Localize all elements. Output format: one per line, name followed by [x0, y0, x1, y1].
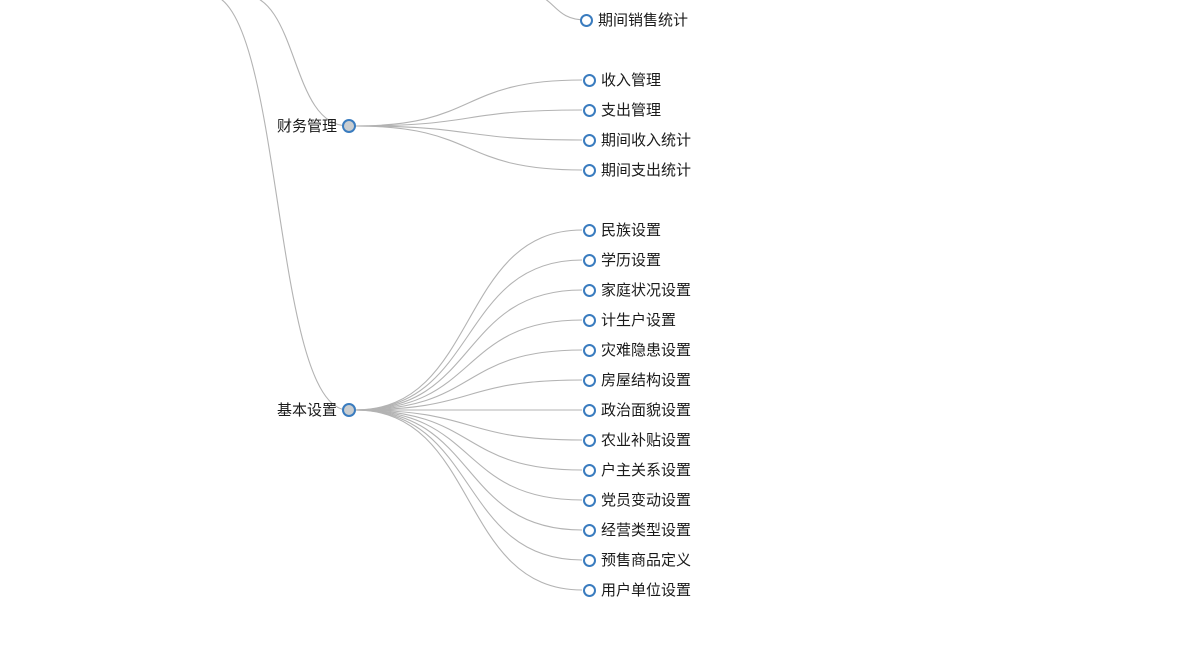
leaf-node-label: 计生户设置	[601, 311, 677, 329]
branch-node-label: 财务管理	[276, 117, 337, 135]
edge-branch-finance-leaf-period-expense-stats	[354, 125, 583, 171]
leaf-node-label: 期间收入统计	[601, 131, 692, 149]
leaf-node-circle-icon[interactable]	[583, 343, 596, 357]
leaf-node-leaf-period-expense-stats[interactable]: 期间支出统计	[583, 159, 691, 181]
leaf-node-leaf-expense-mgmt[interactable]: 支出管理	[583, 99, 661, 121]
leaf-node-leaf-user-unit-setting[interactable]: 用户单位设置	[583, 579, 691, 601]
edge-branch-basic-settings-leaf-house-structure-setting	[354, 379, 583, 411]
leaf-node-label: 用户单位设置	[601, 581, 692, 599]
leaf-node-label: 家庭状况设置	[601, 281, 692, 299]
leaf-node-label: 支出管理	[601, 101, 662, 119]
leaf-node-circle-icon[interactable]	[583, 433, 596, 447]
leaf-node-label: 期间支出统计	[601, 161, 692, 179]
leaf-node-circle-icon[interactable]	[583, 583, 596, 597]
edge-branch-finance-leaf-expense-mgmt	[354, 109, 583, 127]
leaf-node-circle-icon[interactable]	[583, 553, 596, 567]
branch-node-branch-basic-settings[interactable]: 基本设置	[0, 399, 356, 421]
edge-branch-basic-settings-leaf-user-unit-setting	[354, 409, 583, 591]
leaf-node-circle-icon[interactable]	[583, 313, 596, 327]
leaf-node-leaf-political-status-setting[interactable]: 政治面貌设置	[583, 399, 691, 421]
leaf-node-circle-icon[interactable]	[583, 73, 596, 87]
edge-branch-finance-leaf-income-mgmt	[354, 79, 583, 127]
edge-branch-basic-settings-leaf-presale-goods-definition	[354, 409, 583, 561]
leaf-node-leaf-house-structure-setting[interactable]: 房屋结构设置	[583, 369, 691, 391]
leaf-node-label: 学历设置	[601, 251, 662, 269]
leaf-node-circle-icon[interactable]	[583, 163, 596, 177]
leaf-node-circle-icon[interactable]	[583, 283, 596, 297]
edge-branch-basic-settings-leaf-party-member-change-setting	[354, 409, 583, 501]
leaf-node-label: 房屋结构设置	[601, 371, 692, 389]
leaf-node-leaf-party-member-change-setting[interactable]: 党员变动设置	[583, 489, 691, 511]
leaf-node-circle-icon[interactable]	[583, 463, 596, 477]
leaf-node-label: 户主关系设置	[601, 461, 692, 479]
edge-branch-basic-settings-leaf-disaster-hazard-setting	[354, 349, 583, 411]
branch-node-circle-icon[interactable]	[342, 403, 356, 417]
leaf-node-label: 期间销售统计	[598, 11, 689, 29]
leaf-node-label: 党员变动设置	[601, 491, 692, 509]
leaf-node-circle-icon[interactable]	[583, 103, 596, 117]
leaf-node-circle-icon[interactable]	[583, 523, 596, 537]
leaf-node-leaf-family-status-setting[interactable]: 家庭状况设置	[583, 279, 691, 301]
leaf-node-leaf-presale-goods-definition[interactable]: 预售商品定义	[583, 549, 691, 571]
leaf-node-leaf-ethnicity-setting[interactable]: 民族设置	[583, 219, 661, 241]
leaf-node-leaf-period-sales-stats[interactable]: 期间销售统计	[580, 9, 688, 31]
leaf-node-circle-icon[interactable]	[583, 373, 596, 387]
leaf-node-label: 民族设置	[601, 221, 662, 239]
edge-branch-basic-settings-leaf-householder-relation-setting	[354, 409, 583, 471]
edge-branch-basic-settings-leaf-family-planning-setting	[354, 319, 583, 411]
branch-node-circle-icon[interactable]	[342, 119, 356, 133]
leaf-node-circle-icon[interactable]	[583, 133, 596, 147]
leaf-node-circle-icon[interactable]	[583, 403, 596, 417]
edge-branch-basic-settings-leaf-agri-subsidy-setting	[354, 409, 583, 441]
leaf-node-label: 经营类型设置	[601, 521, 692, 539]
edge-edge-incoming-top-sales	[545, 0, 587, 21]
leaf-node-leaf-agri-subsidy-setting[interactable]: 农业补贴设置	[583, 429, 691, 451]
leaf-node-label: 灾难隐患设置	[601, 341, 692, 359]
edge-branch-finance-leaf-period-income-stats	[354, 125, 583, 141]
edge-branch-basic-settings-leaf-education-setting	[354, 259, 583, 411]
branch-node-branch-finance[interactable]: 财务管理	[0, 115, 356, 137]
leaf-node-leaf-education-setting[interactable]: 学历设置	[583, 249, 661, 271]
leaf-node-circle-icon[interactable]	[583, 223, 596, 237]
edge-branch-basic-settings-leaf-family-status-setting	[354, 289, 583, 411]
leaf-node-circle-icon[interactable]	[580, 13, 593, 27]
edge-edge-incoming-right	[259, 0, 349, 127]
leaf-node-circle-icon[interactable]	[583, 253, 596, 267]
leaf-node-leaf-disaster-hazard-setting[interactable]: 灾难隐患设置	[583, 339, 691, 361]
leaf-node-label: 收入管理	[601, 71, 662, 89]
edge-edge-incoming-left	[220, 0, 349, 411]
leaf-node-leaf-family-planning-setting[interactable]: 计生户设置	[583, 309, 676, 331]
leaf-node-circle-icon[interactable]	[583, 493, 596, 507]
leaf-node-label: 农业补贴设置	[601, 431, 692, 449]
leaf-node-leaf-householder-relation-setting[interactable]: 户主关系设置	[583, 459, 691, 481]
edge-branch-basic-settings-leaf-business-type-setting	[354, 409, 583, 531]
leaf-node-leaf-income-mgmt[interactable]: 收入管理	[583, 69, 661, 91]
leaf-node-leaf-business-type-setting[interactable]: 经营类型设置	[583, 519, 691, 541]
edge-branch-basic-settings-leaf-ethnicity-setting	[354, 229, 583, 411]
branch-node-label: 基本设置	[276, 401, 337, 419]
leaf-node-leaf-period-income-stats[interactable]: 期间收入统计	[583, 129, 691, 151]
leaf-node-label: 政治面貌设置	[601, 401, 692, 419]
leaf-node-label: 预售商品定义	[601, 551, 692, 569]
